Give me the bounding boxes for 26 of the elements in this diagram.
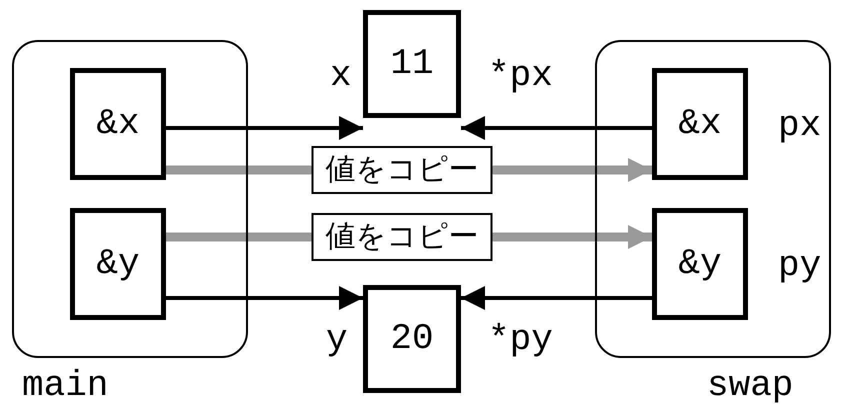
variable-box — [70, 208, 166, 320]
pointer-arrow — [166, 286, 363, 310]
edge-label: 値をコピー — [312, 146, 492, 194]
variable-name: y — [326, 322, 348, 358]
function-name: swap — [707, 368, 794, 404]
variable-value: &x — [678, 106, 722, 142]
variable-value: &y — [96, 246, 140, 282]
variable-name: py — [778, 248, 822, 284]
function-name: main — [22, 368, 108, 404]
variable-box — [652, 68, 748, 180]
variable-box — [363, 285, 461, 393]
pointer-arrow — [166, 116, 363, 140]
variable-box — [652, 208, 748, 320]
variable-value: &y — [678, 246, 722, 282]
variable-value: &x — [96, 106, 140, 142]
variable-name: *px — [488, 58, 553, 94]
variable-name: x — [330, 58, 352, 94]
variable-value: 11 — [390, 46, 434, 82]
edge-label: 値をコピー — [312, 213, 492, 261]
variable-name: *py — [488, 322, 553, 358]
pointer-arrow — [461, 116, 652, 140]
pointer-arrow — [461, 286, 652, 310]
variable-name: px — [778, 108, 822, 144]
variable-box — [70, 68, 166, 180]
variable-box — [363, 10, 461, 118]
variable-value: 20 — [390, 321, 434, 357]
